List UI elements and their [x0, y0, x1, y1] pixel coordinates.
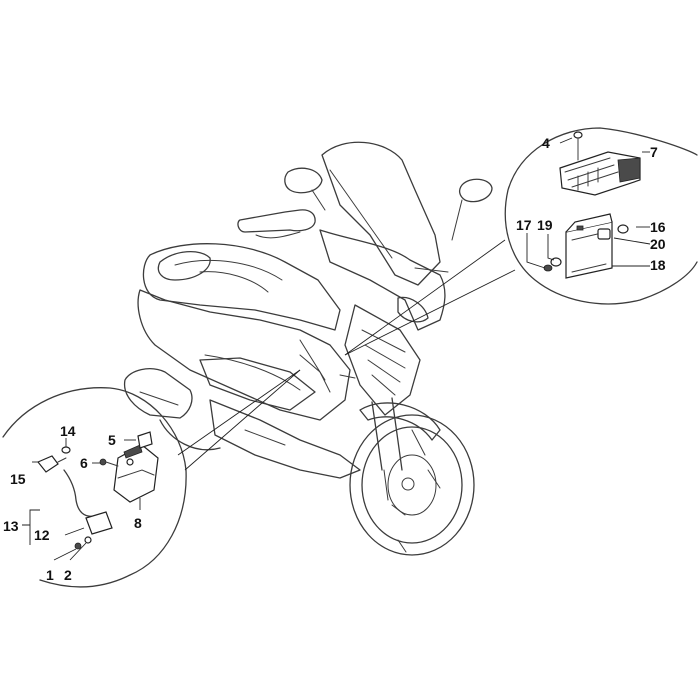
- control-unit-part: [113, 444, 159, 503]
- callout-4: 4: [542, 135, 550, 151]
- callout-8: 8: [134, 515, 142, 531]
- callout-18: 18: [650, 257, 666, 273]
- callout-14: 14: [60, 423, 76, 439]
- callout-15: 15: [10, 471, 26, 487]
- terminal-part-14: [61, 446, 71, 454]
- callout-5: 5: [108, 432, 116, 448]
- bracket-part-12: [85, 511, 113, 535]
- spark-cap-part: [37, 455, 67, 473]
- callout-12: 12: [34, 527, 50, 543]
- screw-part-6: [99, 458, 119, 467]
- callout-20: 20: [650, 236, 666, 252]
- scooter-illustration: [123, 141, 493, 556]
- bush-part-20: [597, 224, 629, 240]
- regulator-detail-inset: [344, 127, 698, 356]
- callout-2: 2: [64, 567, 72, 583]
- bracket-part-5: [137, 431, 153, 449]
- bolt-part-1: [74, 542, 82, 550]
- callout-labels: 4 7 16 20 18 17 19 14 5 6 15 8 13 12 1 2: [3, 135, 666, 583]
- callout-19: 19: [537, 217, 553, 233]
- nut-part-2: [84, 536, 92, 544]
- callout-1: 1: [46, 567, 54, 583]
- screw-part-4: [573, 131, 583, 161]
- callout-6: 6: [80, 455, 88, 471]
- callout-7: 7: [650, 144, 658, 160]
- ignition-detail-inset: [2, 369, 301, 588]
- relay-block-part: [565, 213, 613, 279]
- voltage-regulator-part: [559, 151, 641, 196]
- callout-13: 13: [3, 518, 19, 534]
- callout-17: 17: [516, 217, 532, 233]
- callout-16: 16: [650, 219, 666, 235]
